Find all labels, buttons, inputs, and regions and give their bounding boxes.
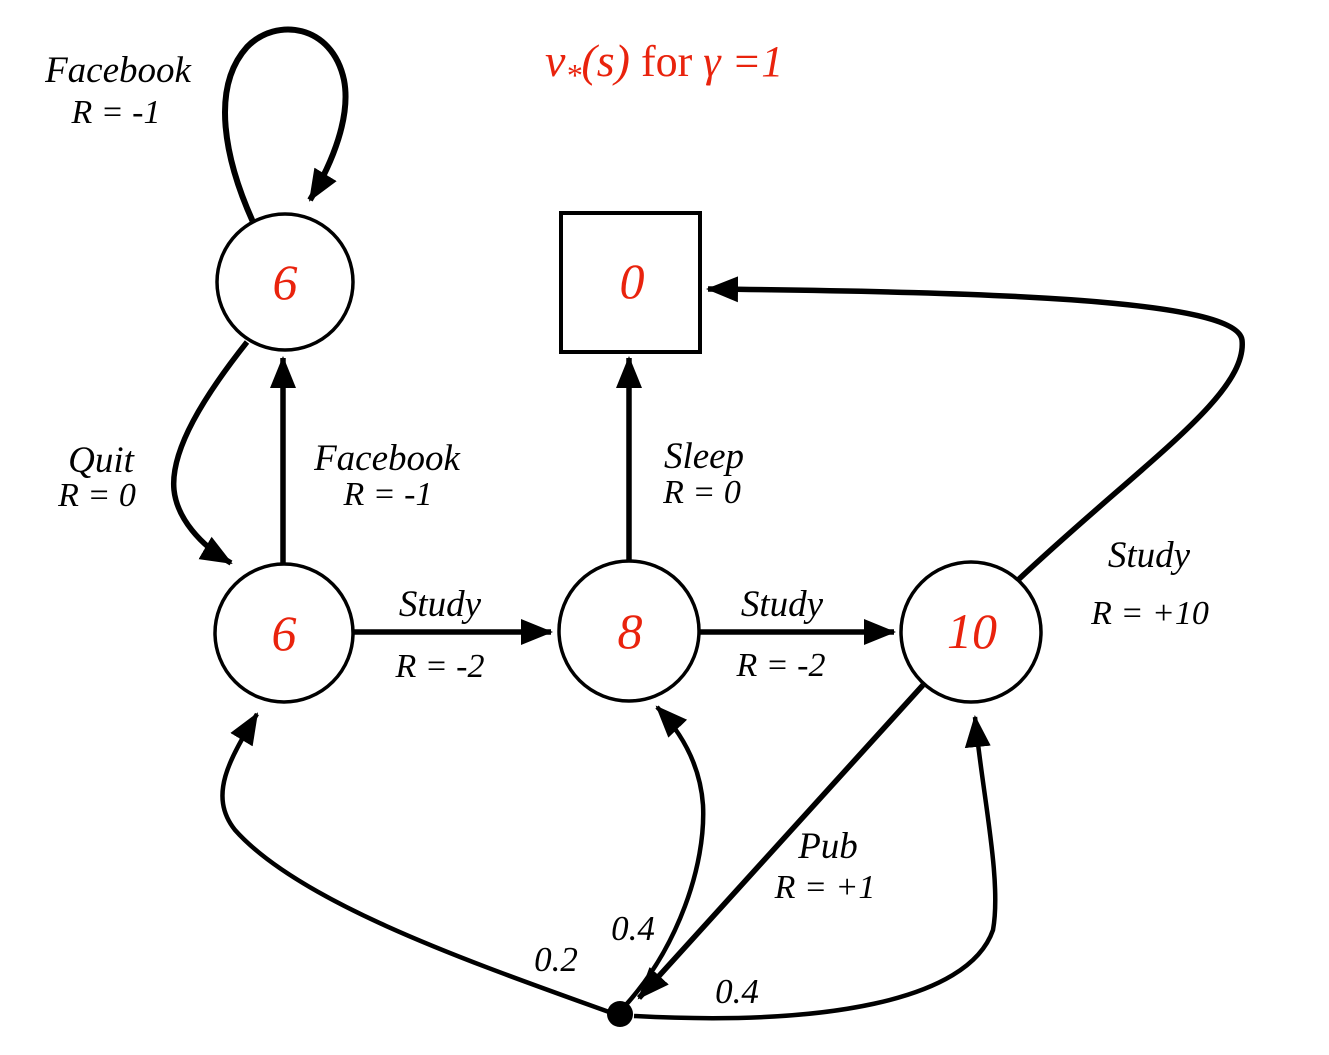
label-study3-reward: R = +10 — [1090, 595, 1209, 632]
edge-pub — [636, 683, 926, 1000]
pub-chance-node — [607, 1001, 633, 1027]
label-pub-action: Pub — [797, 826, 858, 867]
edge-chance-to-class2 — [622, 705, 706, 1009]
edge-study-class3-terminal — [706, 276, 1245, 583]
node-facebook — [215, 212, 355, 352]
node-class2 — [557, 559, 701, 703]
label-prob-class2: 0.4 — [611, 909, 655, 948]
label-quit-action: Quit — [68, 440, 136, 481]
title-v: v — [545, 35, 566, 86]
edge-chance-to-class1 — [220, 712, 610, 1015]
label-sleep-action: Sleep — [664, 436, 744, 477]
label-sleep-reward: R = 0 — [662, 474, 741, 511]
label-facebook-action: Facebook — [313, 438, 460, 479]
label-quit-reward: R = 0 — [57, 477, 136, 514]
value-facebook: 6 — [273, 254, 298, 310]
label-study2-reward: R = -2 — [735, 647, 825, 684]
title-star: * — [565, 57, 581, 93]
label-facebook-loop-reward: R = -1 — [70, 94, 160, 131]
label-facebook-loop-action: Facebook — [44, 50, 191, 91]
node-terminal — [559, 211, 702, 354]
label-study2-action: Study — [741, 584, 824, 625]
label-study1-reward: R = -2 — [394, 648, 484, 685]
title-gamma-eq: γ =1 — [703, 37, 783, 86]
value-class2: 8 — [618, 603, 643, 659]
edge-quit — [170, 340, 250, 566]
label-prob-class3: 0.4 — [715, 972, 759, 1011]
value-terminal: 0 — [620, 253, 645, 309]
label-facebook-reward: R = -1 — [342, 476, 432, 513]
diagram-title: v*(s) for γ =1 — [545, 35, 783, 93]
value-class1: 6 — [272, 605, 297, 661]
edge-facebook-selfloop — [222, 26, 349, 224]
label-pub-reward: R = +1 — [774, 869, 876, 906]
edge-chance-to-class3 — [633, 715, 998, 1021]
label-prob-class1: 0.2 — [534, 940, 578, 979]
label-study1-action: Study — [399, 584, 482, 625]
node-class1 — [213, 562, 355, 704]
label-study3-action: Study — [1108, 535, 1191, 576]
node-class3 — [899, 560, 1043, 704]
value-class3: 10 — [947, 603, 997, 659]
title-s-arg: (s) — [581, 35, 630, 86]
title-for: for — [630, 37, 703, 86]
